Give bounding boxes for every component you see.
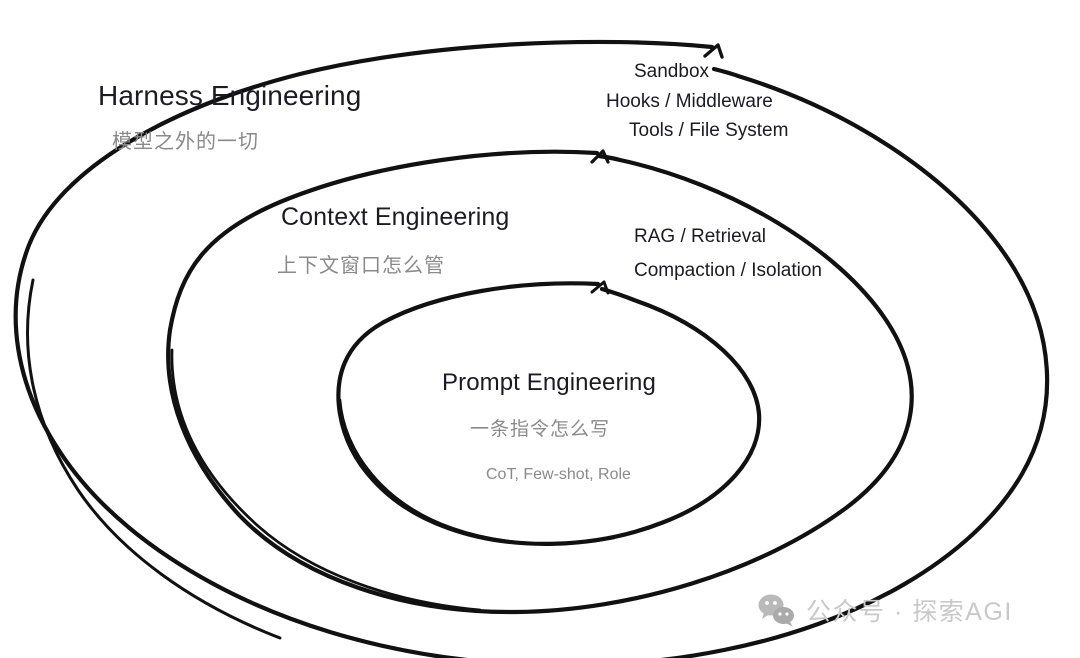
outer-ellipse-overlap-stroke (26, 278, 282, 640)
middle-ellipse-overlap-stroke (170, 348, 482, 612)
context-subtitle: 上下文窗口怎么管 (277, 255, 445, 277)
watermark-text: 公众号 · 探索AGI (806, 598, 1013, 626)
harness-detail-tools-file-system: Tools / File System (629, 120, 789, 141)
context-title: Context Engineering (281, 203, 510, 231)
inner-ellipse-arrow-tick (590, 280, 610, 295)
watermark: 公众号 · 探索AGI (757, 592, 1013, 628)
inner-ellipse-prompt (336, 281, 762, 546)
prompt-title: Prompt Engineering (442, 369, 656, 396)
prompt-detail-cot-fewshot-role: CoT, Few-shot, Role (486, 466, 631, 483)
harness-detail-hooks-middleware: Hooks / Middleware (606, 91, 773, 112)
wechat-icon (758, 594, 794, 627)
middle-ellipse-context (166, 149, 914, 615)
context-detail-compaction-isolation: Compaction / Isolation (634, 260, 822, 281)
outer-ellipse-arrow-tick (703, 43, 724, 59)
inner-ellipse-overlap-stroke (338, 398, 616, 546)
harness-title: Harness Engineering (98, 80, 362, 111)
prompt-subtitle: 一条指令怎么写 (470, 419, 611, 440)
outer-ellipse-harness (13, 39, 1050, 658)
middle-ellipse-arrow-tick (590, 149, 610, 164)
harness-detail-sandbox: Sandbox (634, 61, 710, 82)
context-detail-rag-retrieval: RAG / Retrieval (634, 226, 766, 247)
harness-subtitle: 模型之外的一切 (112, 131, 259, 153)
